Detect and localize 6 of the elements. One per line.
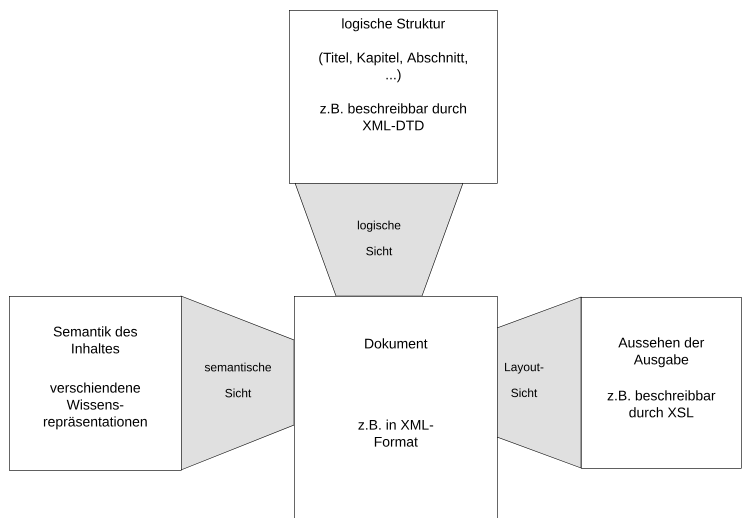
text-box: Aussehen der Ausgabe z.B. beschreibbar durch XSL [581,297,742,469]
view-trapezoid: logische Sicht [294,182,464,296]
text-box: Dokument z.B. in XML- Format [294,296,498,518]
view-trapezoid: semantische Sicht [180,296,294,470]
text-box: logische Struktur (Titel, Kapitel, Abschnitt, ...) z.B. beschreibbar durch XML-DTD [289,10,498,184]
text-box: Semantik des Inhaltes verschiendene Wissens- repräsentationen [9,296,182,471]
